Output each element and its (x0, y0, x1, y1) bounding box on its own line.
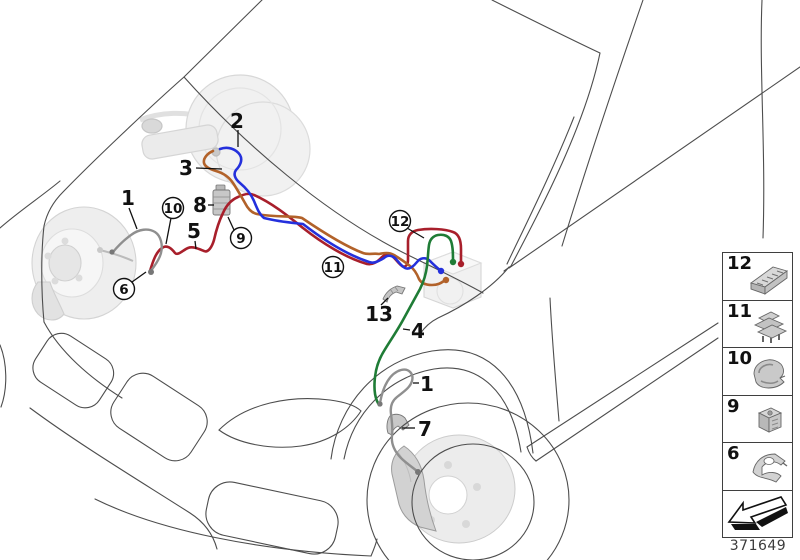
a-pillar-inner (506, 116, 575, 265)
callout-6[interactable]: 6 (112, 277, 136, 301)
sill-bottom-line (535, 337, 719, 462)
legend-panel: 12 11 10 9 (722, 252, 793, 538)
legend-cell-9[interactable]: 9 (723, 394, 792, 443)
door-front-edge (760, 0, 765, 239)
fender-junction-line (419, 266, 510, 335)
pipe-master-blue (218, 146, 442, 272)
diagram-number: 371649 (729, 538, 787, 554)
legend-cell-12[interactable]: 12 (723, 253, 792, 300)
legend-label-6: 6 (727, 443, 740, 464)
callout-12[interactable]: 12 (388, 209, 412, 233)
callout-11[interactable]: 11 (321, 255, 345, 279)
hood-left-edge (41, 0, 263, 323)
legend-cell-arrow[interactable] (723, 489, 792, 538)
hose-front-right (378, 368, 419, 473)
legend-label-10: 10 (727, 348, 753, 369)
cowl-fender-line (183, 76, 484, 294)
pipe-block-holder-icon (757, 407, 783, 433)
legend-cell-10[interactable]: 10 (723, 347, 792, 395)
svg-text:12: 12 (391, 214, 410, 230)
brake-hoses (109, 228, 421, 475)
callout-3[interactable]: 3 (179, 156, 193, 180)
sheet-bracket-clip-icon (752, 453, 788, 483)
pipe-comb-clip-icon (753, 310, 788, 343)
pipe-blue-end-fitting (437, 267, 445, 275)
windshield-edge (561, 0, 644, 247)
svg-text:9: 9 (236, 231, 245, 247)
brake-booster (139, 74, 311, 197)
front-right-rim (411, 443, 535, 560)
fog-light-opening (205, 481, 339, 555)
pipe-master-copper (202, 149, 446, 287)
part-13-bracket (382, 285, 406, 303)
svg-text:10: 10 (164, 201, 183, 217)
a-pillar-front (503, 52, 601, 272)
kidney-grille-left (32, 332, 115, 409)
callout-10[interactable]: 10 (161, 196, 185, 220)
callout-4[interactable]: 4 (411, 319, 425, 343)
direction-of-travel-arrow-icon (727, 495, 788, 530)
svg-text:11: 11 (324, 260, 343, 276)
brake-pipes (148, 146, 465, 407)
legend-label-11: 11 (727, 300, 753, 322)
pipe-red-end-fitting (457, 260, 465, 268)
legend-label-12: 12 (727, 253, 753, 274)
front-left-brake-disc (31, 206, 137, 321)
bumper-to-grille (43, 321, 123, 399)
sill-end (526, 446, 537, 462)
pipe-front-right-green (373, 233, 455, 407)
front-right-brake-caliper (391, 434, 516, 544)
hood-rear-edge (508, 66, 800, 269)
callout-2[interactable]: 2 (230, 109, 244, 133)
callout-1-front-right[interactable]: 1 (420, 372, 434, 396)
callout-7[interactable]: 7 (418, 417, 432, 441)
svg-text:6: 6 (119, 282, 128, 298)
wheel-arch-inner (343, 367, 522, 460)
pipe-green-end-fitting (449, 258, 457, 266)
pipe-rail-holder-icon (749, 266, 789, 295)
wheel-arch-outer (330, 349, 534, 460)
intake-upper-crease (29, 407, 218, 550)
door-bottom-edge (549, 297, 560, 422)
pipe-copper-end-fitting (442, 276, 450, 284)
front-right-tire (366, 402, 570, 560)
callout-9[interactable]: 9 (229, 226, 253, 250)
callout-13[interactable]: 13 (365, 302, 393, 326)
legend-label-9: 9 (727, 395, 740, 417)
master-cylinder (141, 124, 219, 160)
a-pillar-top (491, 0, 601, 54)
headlight (218, 398, 362, 448)
callout-5[interactable]: 5 (187, 219, 201, 243)
left-edge-sliver (0, 344, 7, 408)
callout-8[interactable]: 8 (193, 193, 207, 217)
left-corner-line (0, 180, 61, 229)
bumper-bottom-edge (94, 498, 378, 557)
leader-lines (128, 130, 425, 429)
callouts: 2 3 1 8 5 13 4 1 7 10 9 6 11 12 (112, 109, 434, 441)
callout-1-front-left[interactable]: 1 (121, 186, 135, 210)
hose-front-left (111, 228, 163, 273)
kidney-grille-right (110, 372, 208, 462)
pipe-clamp-icon (753, 359, 786, 389)
legend-cell-11[interactable]: 11 (723, 299, 792, 348)
part-8-clip (212, 184, 231, 216)
legend-cell-6[interactable]: 6 (723, 442, 792, 490)
sill-top-line (526, 322, 719, 448)
